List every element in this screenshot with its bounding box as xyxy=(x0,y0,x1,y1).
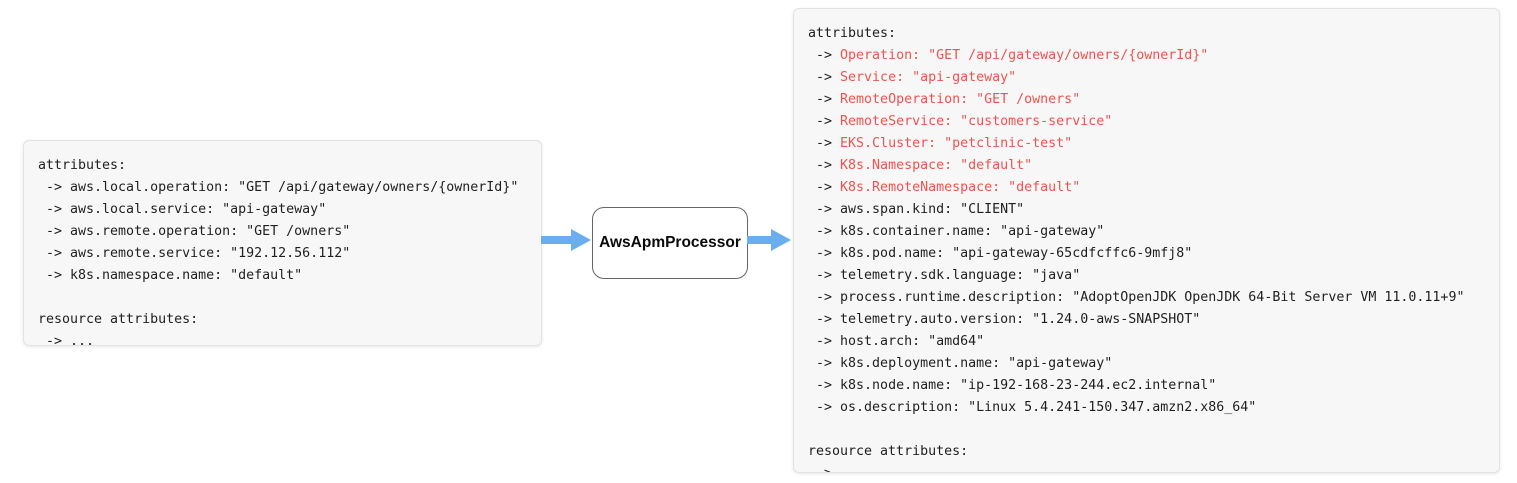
input-attributes-line xyxy=(38,287,525,309)
output-attributes-line: -> EKS.Cluster: "petclinic-test" xyxy=(808,133,1483,155)
line-body: k8s.deployment.name: "api-gateway" xyxy=(840,356,1113,371)
output-attributes-line: -> aws.span.kind: "CLIENT" xyxy=(808,199,1483,221)
line-body: Operation: "GET /api/gateway/owners/{own… xyxy=(840,48,1209,63)
line-arrow-prefix: -> xyxy=(808,246,841,261)
line-body: K8s.Namespace: "default" xyxy=(840,158,1033,173)
input-attributes-line: -> ... xyxy=(38,331,525,346)
input-attributes-line: -> aws.remote.service: "192.12.56.112" xyxy=(38,243,525,265)
line-body: resource attributes: xyxy=(38,312,199,327)
output-attributes-line: -> os.description: "Linux 5.4.241-150.34… xyxy=(808,397,1483,419)
output-attributes-line: -> Operation: "GET /api/gateway/owners/{… xyxy=(808,45,1483,67)
line-body: resource attributes: xyxy=(808,444,969,459)
line-body: os.description: "Linux 5.4.241-150.347.a… xyxy=(840,400,1257,415)
line-arrow-prefix: -> xyxy=(808,268,841,283)
output-attributes-line: -> telemetry.sdk.language: "java" xyxy=(808,265,1483,287)
line-body: process.runtime.description: "AdoptOpenJ… xyxy=(840,290,1465,305)
line-body: K8s.RemoteNamespace: "default" xyxy=(840,180,1081,195)
input-attributes-line: -> k8s.namespace.name: "default" xyxy=(38,265,525,287)
output-attributes-line: -> telemetry.auto.version: "1.24.0-aws-S… xyxy=(808,309,1483,331)
output-attributes-line: -> RemoteService: "customers-service" xyxy=(808,111,1483,133)
output-attributes-line: -> K8s.RemoteNamespace: "default" xyxy=(808,177,1483,199)
output-attributes-line xyxy=(808,419,1483,441)
line-body: -> aws.remote.operation: "GET /owners" xyxy=(38,224,351,239)
line-body: -> aws.local.service: "api-gateway" xyxy=(38,202,327,217)
line-arrow-prefix: -> xyxy=(808,48,841,63)
arrow-right-icon-input xyxy=(541,229,591,251)
line-body: k8s.container.name: "api-gateway" xyxy=(840,224,1105,239)
processor-label: AwsApmProcessor xyxy=(599,234,741,251)
line-body: k8s.pod.name: "api-gateway-65cdfcffc6-9m… xyxy=(840,246,1193,261)
line-body: -> ... xyxy=(808,466,864,472)
line-body: aws.span.kind: "CLIENT" xyxy=(840,202,1025,217)
line-arrow-prefix: -> xyxy=(808,356,841,371)
arrow-right-icon-output xyxy=(747,229,791,251)
line-body: attributes: xyxy=(38,158,127,173)
output-attributes-line: -> K8s.Namespace: "default" xyxy=(808,155,1483,177)
line-body: -> aws.local.operation: "GET /api/gatewa… xyxy=(38,180,519,195)
output-attributes-line: -> k8s.pod.name: "api-gateway-65cdfcffc6… xyxy=(808,243,1483,265)
line-body: -> aws.remote.service: "192.12.56.112" xyxy=(38,246,351,261)
line-body: -> ... xyxy=(38,334,95,346)
output-attributes-line: -> k8s.container.name: "api-gateway" xyxy=(808,221,1483,243)
line-arrow-prefix: -> xyxy=(808,290,841,305)
line-arrow-prefix: -> xyxy=(808,378,841,393)
aws-apm-processor-node[interactable]: AwsApmProcessor xyxy=(592,207,748,279)
line-arrow-prefix: -> xyxy=(808,158,841,173)
line-arrow-prefix: -> xyxy=(808,202,841,217)
output-attributes-line: -> ... xyxy=(808,463,1483,472)
input-attributes-code-block: attributes: -> aws.local.operation: "GET… xyxy=(24,141,541,346)
line-body: attributes: xyxy=(808,26,897,41)
input-attributes-line: -> aws.local.operation: "GET /api/gatewa… xyxy=(38,177,525,199)
line-body: k8s.node.name: "ip-192-168-23-244.ec2.in… xyxy=(840,378,1217,393)
line-body: EKS.Cluster: "petclinic-test" xyxy=(840,136,1073,151)
output-attributes-line: -> Service: "api-gateway" xyxy=(808,67,1483,89)
line-body: host.arch: "amd64" xyxy=(840,334,985,349)
input-attributes-panel: attributes: -> aws.local.operation: "GET… xyxy=(23,140,542,346)
input-attributes-line: -> aws.remote.operation: "GET /owners" xyxy=(38,221,525,243)
line-body: -> k8s.namespace.name: "default" xyxy=(38,268,303,283)
line-arrow-prefix: -> xyxy=(808,180,841,195)
output-attributes-line: attributes: xyxy=(808,23,1483,45)
input-attributes-line: -> aws.local.service: "api-gateway" xyxy=(38,199,525,221)
line-body: RemoteService: "customers-service" xyxy=(840,114,1113,129)
line-arrow-prefix: -> xyxy=(808,400,841,415)
line-body: RemoteOperation: "GET /owners" xyxy=(840,92,1081,107)
line-arrow-prefix: -> xyxy=(808,70,841,85)
line-body: Service: "api-gateway" xyxy=(840,70,1017,85)
output-attributes-line: resource attributes: xyxy=(808,441,1483,463)
input-attributes-line: resource attributes: xyxy=(38,309,525,331)
line-body: telemetry.sdk.language: "java" xyxy=(840,268,1081,283)
line-arrow-prefix: -> xyxy=(808,136,841,151)
output-attributes-line: -> process.runtime.description: "AdoptOp… xyxy=(808,287,1483,309)
output-attributes-line: -> k8s.deployment.name: "api-gateway" xyxy=(808,353,1483,375)
output-attributes-line: -> k8s.node.name: "ip-192-168-23-244.ec2… xyxy=(808,375,1483,397)
line-arrow-prefix: -> xyxy=(808,92,841,107)
line-arrow-prefix: -> xyxy=(808,224,841,239)
line-arrow-prefix: -> xyxy=(808,114,841,129)
line-arrow-prefix: -> xyxy=(808,334,841,349)
line-arrow-prefix: -> xyxy=(808,312,841,327)
line-body: telemetry.auto.version: "1.24.0-aws-SNAP… xyxy=(840,312,1201,327)
output-attributes-code-block: attributes: -> Operation: "GET /api/gate… xyxy=(794,9,1499,472)
output-attributes-line: -> RemoteOperation: "GET /owners" xyxy=(808,89,1483,111)
output-attributes-line: -> host.arch: "amd64" xyxy=(808,331,1483,353)
input-attributes-line: attributes: xyxy=(38,155,525,177)
output-attributes-panel: attributes: -> Operation: "GET /api/gate… xyxy=(793,8,1500,473)
